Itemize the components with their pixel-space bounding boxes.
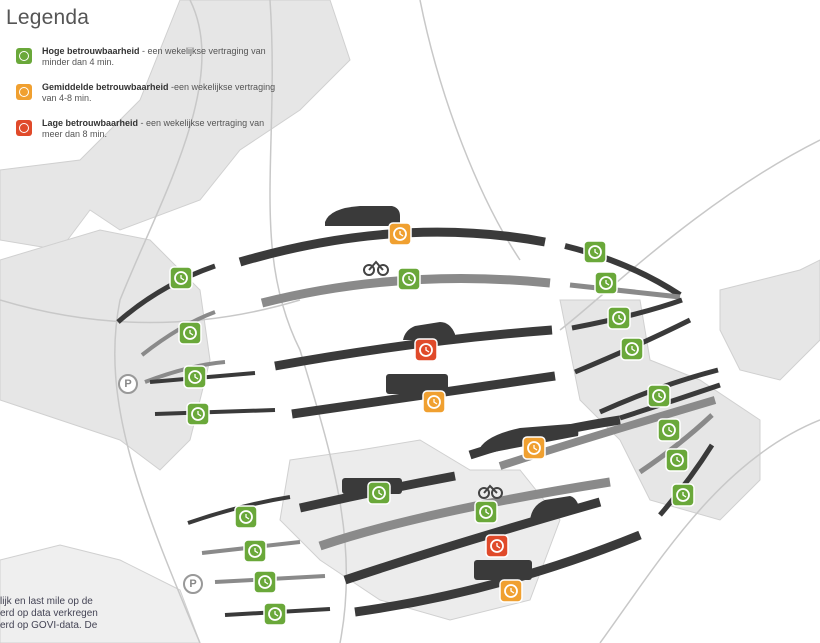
clock-icon-green (647, 384, 671, 408)
legend-desc: -een wekelijkse vertraging van 4-8 min. (42, 82, 276, 103)
clock-icon-orange (522, 436, 546, 460)
clock-icon-green (583, 240, 607, 264)
train-icon (325, 206, 400, 226)
clock-icon-green (186, 402, 210, 426)
bus-icon (474, 560, 532, 580)
clock-icon-green (665, 448, 689, 472)
bus-icon (386, 374, 448, 394)
legend-desc: - een wekelijkse vertraging van meer dan… (42, 118, 265, 139)
clock-icon-orange (16, 84, 32, 100)
clock-icon-green (607, 306, 631, 330)
legend-item-high: Hoge betrouwbaarheid - een wekelijkse ve… (6, 46, 282, 68)
legend: Legenda Hoge betrouwbaarheid - een wekel… (6, 6, 282, 154)
footer-text: lijk en last mile op de erd op data verk… (0, 596, 130, 632)
bicycle-icon (363, 260, 389, 276)
reliability-badges (169, 222, 695, 626)
legend-desc: - een wekelijkse vertraging van minder d… (42, 46, 266, 67)
route-train-north-left (116, 263, 216, 324)
legend-label: Gemiddelde betrouwbaarheid (42, 82, 169, 92)
clock-icon-green (234, 505, 258, 529)
clock-icon-green (16, 48, 32, 64)
legend-title: Legenda (6, 6, 90, 29)
clock-icon-orange (499, 579, 523, 603)
clock-icon-green (178, 321, 202, 345)
clock-icon-red (16, 120, 32, 136)
clock-icon-green (620, 337, 644, 361)
car-icon (530, 496, 580, 520)
vehicle-icons (325, 206, 580, 580)
clock-icon-green (671, 483, 695, 507)
footer-line: erd op GOVI-data. De (0, 620, 98, 631)
clock-icon-orange (422, 390, 446, 414)
clock-icon-orange (388, 222, 412, 246)
footer-line: lijk en last mile op de (0, 596, 93, 607)
parking-icon: P (183, 574, 203, 594)
clock-icon-green (169, 266, 193, 290)
clock-icon-red (414, 338, 438, 362)
clock-icon-green (263, 602, 287, 626)
clock-icon-green (474, 500, 498, 524)
legend-item-low: Lage betrouwbaarheid - een wekelijkse ve… (6, 118, 282, 140)
clock-icon-green (367, 481, 391, 505)
legend-item-medium: Gemiddelde betrouwbaarheid -een wekelijk… (6, 82, 282, 104)
clock-icon-green (183, 365, 207, 389)
clock-icon-green (253, 570, 277, 594)
clock-icon-green (594, 271, 618, 295)
parking-icon: P (118, 374, 138, 394)
legend-label: Lage betrouwbaarheid (42, 118, 139, 128)
footer-line: erd op data verkregen (0, 608, 98, 619)
bicycle-icon (478, 484, 503, 499)
clock-icon-green (657, 418, 681, 442)
clock-icon-red (485, 534, 509, 558)
car-icon (403, 322, 455, 340)
route-train-north-right (564, 243, 682, 298)
legend-label: Hoge betrouwbaarheid (42, 46, 140, 56)
clock-icon-green (397, 267, 421, 291)
clock-icon-green (243, 539, 267, 563)
